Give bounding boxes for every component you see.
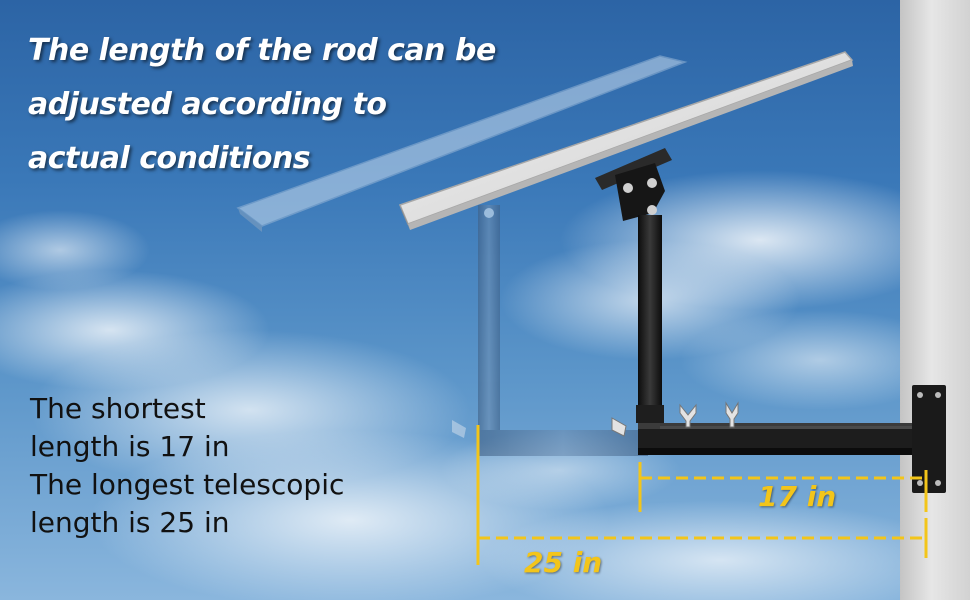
headline-line-1: The length of the rod can be: [28, 33, 496, 68]
dimension-line-17in: [638, 462, 928, 512]
info-line-4: length is 25 in: [30, 506, 230, 539]
headline-line-3: actual conditions: [28, 141, 311, 176]
wall: [900, 0, 970, 600]
headline: The length of the rod can be adjusted ac…: [28, 24, 548, 186]
tilt-head: [615, 163, 665, 221]
extended-mount-ghost: [236, 55, 688, 456]
info-line-3: The longest telescopic: [30, 468, 345, 501]
dimension-line-25in: [476, 425, 928, 565]
dimension-label-25in: 25 in: [524, 546, 603, 579]
info-line-2: length is 17 in: [30, 430, 230, 463]
wall-mounting-plate: [912, 385, 946, 493]
vertical-pole: [638, 215, 662, 425]
info-line-1: The shortest: [30, 392, 206, 425]
length-info: The shortest length is 17 in The longest…: [30, 390, 450, 542]
dimension-label-17in: 17 in: [758, 480, 837, 513]
headline-line-2: adjusted according to: [28, 87, 387, 122]
satellite-dish-panel: [398, 51, 854, 230]
horizontal-arm: [638, 423, 920, 455]
wing-nut-icons: [611, 401, 739, 437]
